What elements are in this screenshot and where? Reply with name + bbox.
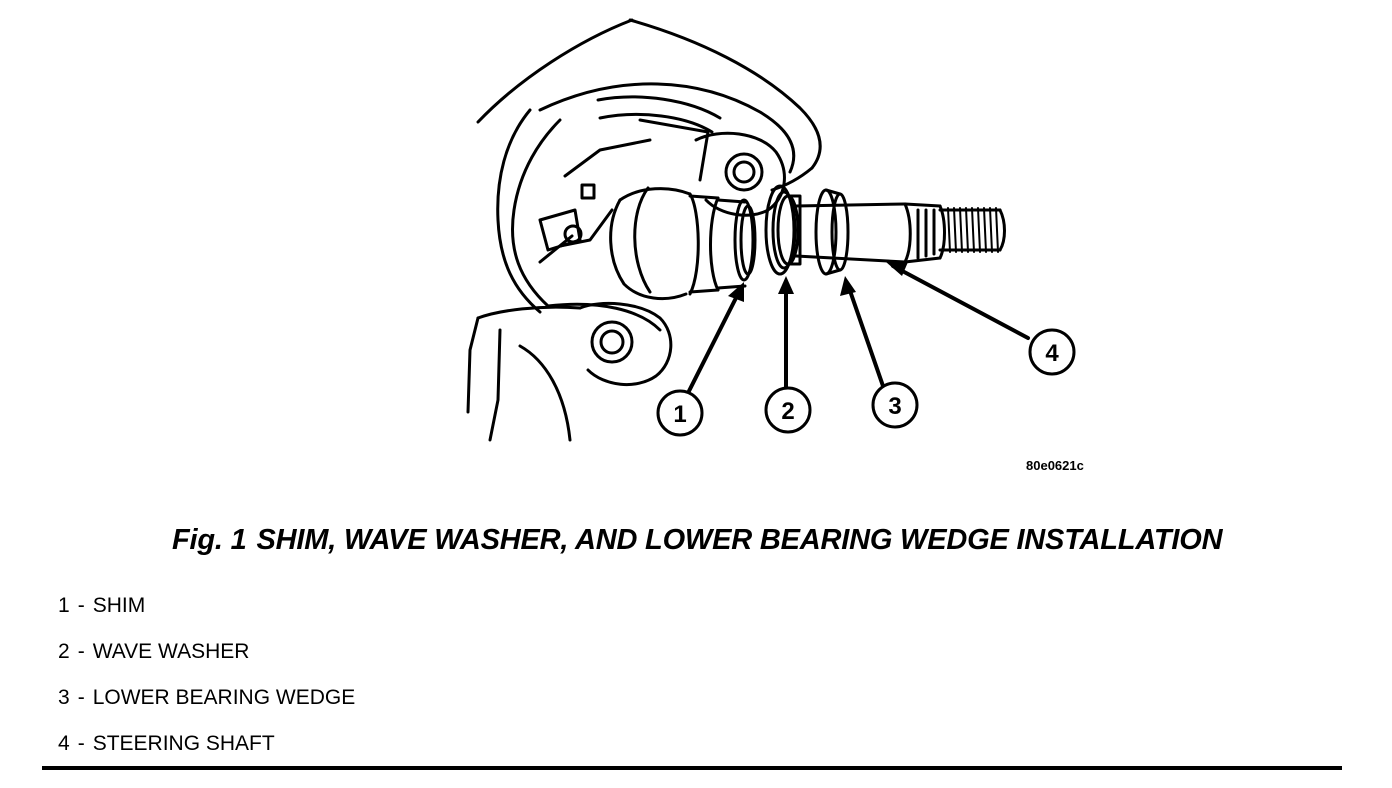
lower-bearing-wedge bbox=[814, 188, 850, 276]
legend-number: 4 bbox=[58, 732, 70, 755]
figure-number: Fig. 1 bbox=[172, 524, 247, 556]
legend-number: 1 bbox=[58, 594, 70, 617]
wave-washer bbox=[764, 184, 802, 276]
legend-number: 3 bbox=[58, 686, 70, 709]
legend-label: LOWER BEARING WEDGE bbox=[92, 686, 356, 709]
leader-lines bbox=[685, 262, 1030, 397]
svg-text:1: 1 bbox=[673, 401, 686, 428]
callout-2: 2 bbox=[764, 386, 812, 434]
legend-separator: - bbox=[77, 732, 85, 755]
legend-separator: - bbox=[77, 594, 85, 617]
svg-text:2: 2 bbox=[781, 398, 794, 425]
legend-item: 3-LOWER BEARING WEDGE bbox=[58, 684, 355, 730]
figure-title: SHIM, WAVE WASHER, AND LOWER BEARING WED… bbox=[256, 524, 1223, 556]
shim bbox=[733, 198, 757, 282]
bottom-divider bbox=[42, 766, 1342, 770]
bearing-hub bbox=[609, 186, 720, 301]
column-housing bbox=[466, 18, 822, 442]
legend-separator: - bbox=[77, 686, 85, 709]
parts-legend: 1-SHIM 2-WAVE WASHER 3-LOWER BEARING WED… bbox=[58, 592, 355, 776]
callout-1: 1 bbox=[656, 389, 704, 437]
figure-id-code: 80e0621c bbox=[1026, 458, 1084, 473]
mounting-boss-lower bbox=[578, 301, 673, 387]
legend-item: 4-STEERING SHAFT bbox=[58, 730, 355, 776]
svg-text:4: 4 bbox=[1045, 340, 1059, 367]
legend-item: 1-SHIM bbox=[58, 592, 355, 638]
callout-4: 4 bbox=[1028, 328, 1076, 376]
legend-label: STEERING SHAFT bbox=[92, 732, 275, 755]
steering-shaft bbox=[716, 198, 1006, 290]
legend-separator: - bbox=[77, 640, 85, 663]
legend-number: 2 bbox=[58, 640, 70, 663]
legend-label: SHIM bbox=[92, 594, 146, 617]
steering-shaft-illustration: 1 2 3 4 80e0621c bbox=[466, 18, 1084, 473]
figure-caption: Fig. 1 SHIM, WAVE WASHER, AND LOWER BEARI… bbox=[172, 524, 1382, 557]
legend-label: WAVE WASHER bbox=[92, 640, 250, 663]
legend-item: 2-WAVE WASHER bbox=[58, 638, 355, 684]
callout-3: 3 bbox=[871, 381, 919, 429]
svg-text:3: 3 bbox=[888, 393, 901, 420]
